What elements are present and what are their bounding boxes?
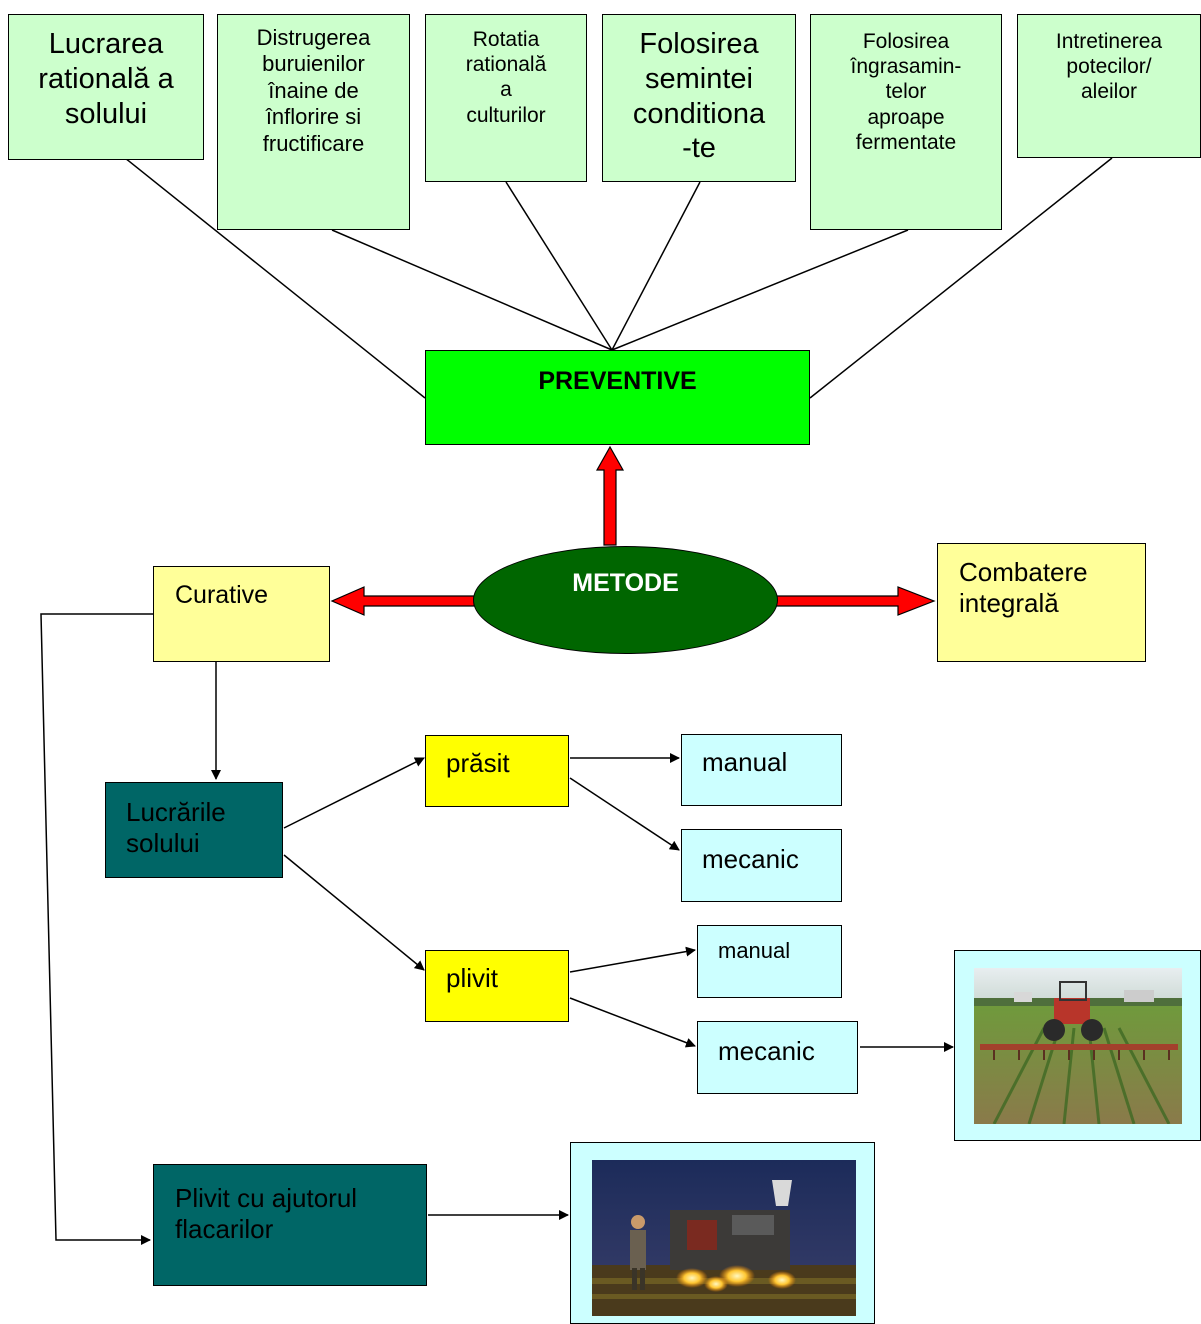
preventive-connector-lines — [124, 157, 1113, 399]
curative-box: Curative — [153, 566, 330, 662]
method-box-weed-destruction: Distrugerea buruienilor înaine de înflor… — [217, 14, 410, 230]
flame-photo-frame — [570, 1142, 875, 1324]
hoeing-mechanical-box: mecanic — [681, 829, 842, 902]
flame-weeding-label: Plivit cu ajutorul flacarilor — [175, 1183, 358, 1245]
method-label: Rotatia ratională a culturilor — [465, 28, 547, 127]
metode-label: METODE — [572, 569, 679, 597]
method-label: Distrugerea buruienilor înaine de înflor… — [256, 25, 371, 156]
hoeing-mechanical-label: mecanic — [702, 844, 799, 874]
method-label: Intretinerea potecilor/ aleilor — [1055, 30, 1163, 104]
hoeing-manual-box: manual — [681, 734, 842, 806]
flame-weeder-photo — [592, 1160, 856, 1316]
method-box-path-maintenance: Intretinerea potecilor/ aleilor — [1017, 14, 1201, 158]
method-label: Folosirea semintei conditiona -te — [632, 28, 766, 165]
weeding-mechanical-box: mecanic — [697, 1021, 858, 1094]
arrow-left-to-curative — [330, 586, 475, 616]
soil-works-label: Lucrările solului — [126, 797, 226, 859]
weeding-mechanical-label: mecanic — [718, 1036, 815, 1066]
method-label: Lucrarea ratională a solului — [38, 28, 174, 130]
red-arrows — [330, 445, 936, 616]
tractor-photo-frame — [954, 950, 1201, 1141]
hoeing-label: prăsit — [446, 748, 510, 778]
preventive-label: PREVENTIVE — [538, 367, 697, 395]
curative-label: Curative — [175, 581, 269, 609]
arrow-right-to-combatere — [775, 586, 936, 616]
arrow-up-to-preventive — [595, 445, 625, 546]
method-box-fermented-fertilizer: Folosirea îngrasamin- telor aproape ferm… — [810, 14, 1002, 230]
method-box-conditioned-seed: Folosirea semintei conditiona -te — [602, 14, 796, 182]
flame-weeding-box: Plivit cu ajutorul flacarilor — [153, 1164, 427, 1286]
weeding-box: plivit — [425, 950, 569, 1022]
curative-to-flame-connector — [40, 613, 154, 1245]
tractor-cultivator-photo — [974, 968, 1182, 1124]
weeding-manual-box: manual — [697, 925, 842, 998]
integrated-control-label: Combatere integrală — [959, 557, 1088, 619]
metode-ellipse: METODE — [473, 546, 778, 654]
integrated-control-box: Combatere integrală — [937, 543, 1146, 662]
weeding-label: plivit — [446, 963, 499, 993]
method-box-crop-rotation: Rotatia ratională a culturilor — [425, 14, 587, 182]
method-label: Folosirea îngrasamin- telor aproape ferm… — [850, 30, 962, 154]
preventive-box: PREVENTIVE — [425, 350, 810, 445]
hoeing-manual-label: manual — [702, 747, 788, 777]
black-arrows — [211, 662, 954, 1220]
method-box-soil-work: Lucrarea ratională a solului — [8, 14, 204, 160]
hoeing-box: prăsit — [425, 735, 569, 807]
weeding-manual-label: manual — [718, 938, 791, 963]
soil-works-box: Lucrările solului — [105, 782, 283, 878]
